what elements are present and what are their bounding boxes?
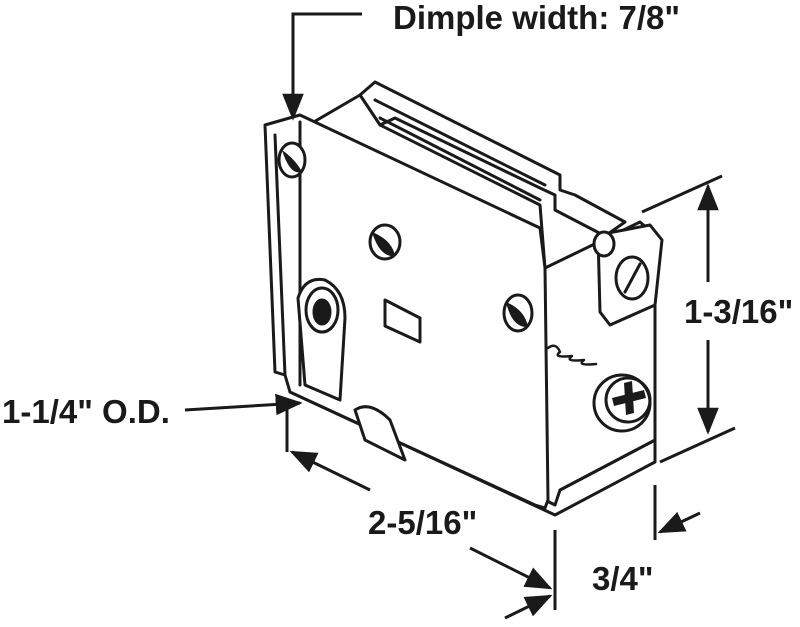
dimple-hole-center-shade: [372, 232, 395, 257]
depth-arrow-in-left: [504, 594, 553, 620]
length-arrow-right: [469, 546, 553, 590]
length-label: 2-5/16": [368, 504, 477, 541]
axle-bushing-inner: [312, 298, 332, 326]
dimple-hole-right-shade: [506, 302, 528, 328]
depth-arrow-in-right: [657, 511, 701, 534]
dimple-width-label: Dimple width: 7/8": [393, 0, 680, 36]
height-ext-top: [641, 174, 723, 214]
roller-wheel: [353, 405, 407, 462]
outer-diameter-label: 1-1/4" O.D.: [2, 393, 170, 430]
bracket-screw-slot: [623, 262, 642, 294]
dimple-width-leader: [282, 12, 362, 121]
phillips-cross: [612, 381, 646, 415]
adjustment-tab: [383, 298, 422, 344]
od-leader: [184, 393, 303, 416]
bracket-hole: [592, 230, 616, 258]
adjustment-screw-rim: [604, 376, 652, 424]
height-ext-bottom: [659, 426, 736, 464]
depth-label: 3/4": [592, 560, 654, 597]
dimple-hole-left-shade: [282, 150, 302, 173]
dimension-lines: [184, 12, 736, 620]
length-arrow-left: [289, 450, 371, 492]
tension-spring: [546, 344, 598, 366]
top-channel-inner: [373, 98, 547, 202]
roller-assembly-drawing: [263, 80, 664, 517]
height-label: 1-3/16": [684, 293, 793, 330]
